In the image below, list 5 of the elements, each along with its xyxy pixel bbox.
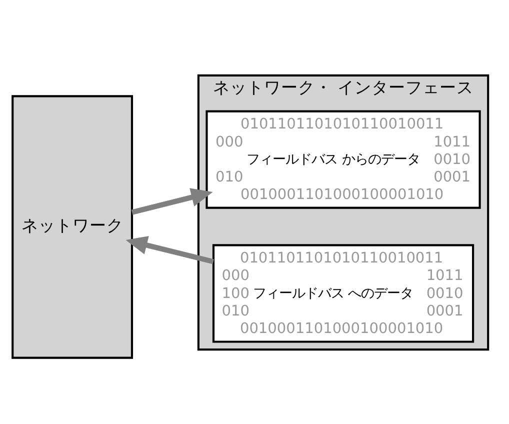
arrow <box>126 236 214 264</box>
node-box: 0101101101010110010011 000 フィールドバス からのデータ 1011 0010 010 0001 0010001101000100001010 <box>206 110 481 208</box>
arrow <box>131 188 213 214</box>
node-box: ネットワーク <box>12 94 134 358</box>
node-box: 0101101101010110010011 000 フィールドバス へのデータ 1011 100 0010 010 0001 0010001101000100001010 <box>212 244 474 342</box>
